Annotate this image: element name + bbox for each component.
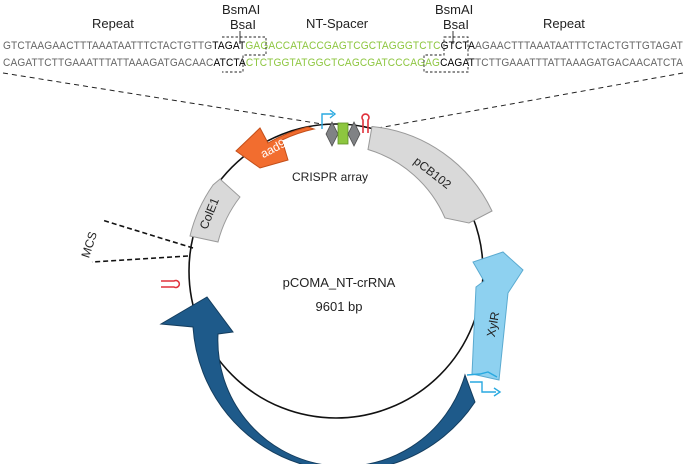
- crispr-promoter-arrowhead: [329, 109, 337, 119]
- bsai-site-right-box: [423, 36, 469, 73]
- sequence-bottom-strand: CAGATTCTTGAAATTTATTAAAGATGACAACATCTACTCT…: [3, 57, 684, 69]
- promoter-xylr-arrowhead: [493, 387, 502, 397]
- mcs-line-upper: [101, 219, 194, 249]
- seq-bottom-site-right: CAGAT: [440, 57, 475, 69]
- seq-bottom-repeat-right: TCTTGAAATTTATTAAAGATGACAACATCTA: [475, 57, 684, 69]
- repeat-diamond-right: [347, 121, 361, 147]
- bsai-site-left-box: [222, 36, 267, 73]
- fncas12a-feature: [159, 296, 476, 464]
- spacer-block: [337, 122, 349, 145]
- seq-bottom-spacer: CTCTGGTATGGCTCAGCGATCCCAGAG: [246, 57, 440, 69]
- repeat-diamond-left: [325, 121, 339, 147]
- cole1-feature: [189, 178, 241, 243]
- promoter-xylr-arrow: [470, 381, 496, 393]
- spacer-label: NT-Spacer: [306, 16, 369, 31]
- zoom-line-left: [2, 72, 323, 125]
- seq-bottom-site-left: ATCTA: [213, 57, 246, 69]
- seq-top-site-left: TAGAT: [212, 40, 245, 52]
- pcb102-feature: [367, 125, 493, 224]
- sequence-top-strand: GTCTAAGAACTTTAAATAATTTCTACTGTTGTAGATGAGA…: [3, 40, 683, 52]
- crispr-array-label: CRISPR array: [292, 170, 368, 184]
- xylr-feature: [471, 251, 524, 381]
- seq-top-spacer: GAGACCATACCGAGTCGCTAGGGTCTC: [245, 40, 440, 52]
- plasmid-size: 9601 bp: [316, 299, 363, 314]
- plasmid-name: pCOMA_NT-crRNA: [283, 275, 396, 290]
- bsai-left-label: BsaI: [230, 17, 256, 32]
- zoom-line-right: [377, 72, 684, 129]
- repeat-left-label: Repeat: [92, 16, 134, 31]
- terminator-left: [161, 279, 181, 289]
- crispr-promoter-arrow: [321, 113, 333, 129]
- seq-top-site-right: GTCTA: [441, 40, 476, 52]
- mcs-line-lower: [91, 255, 189, 263]
- bsmai-left-label: BsmAI: [222, 2, 260, 17]
- seq-top-repeat-left: GTCTAAGAACTTTAAATAATTTCTACTGTTG: [3, 40, 212, 52]
- bsai-right-label: BsaI: [443, 17, 469, 32]
- aad9-feature: [235, 126, 316, 169]
- mcs-label: MCS: [78, 230, 100, 260]
- seq-bottom-repeat-left: CAGATTCTTGAAATTTATTAAAGATGACAAC: [3, 57, 214, 69]
- repeat-right-label: Repeat: [543, 16, 585, 31]
- bsmai-right-label: BsmAI: [435, 2, 473, 17]
- terminator-crispr: [361, 113, 370, 133]
- xylr-label: XylR: [484, 310, 502, 338]
- promoter-xylr-upper: [466, 371, 498, 378]
- seq-top-repeat-right: AGAACTTTAAATAATTTCTACTGTTGTAGAT: [475, 40, 683, 52]
